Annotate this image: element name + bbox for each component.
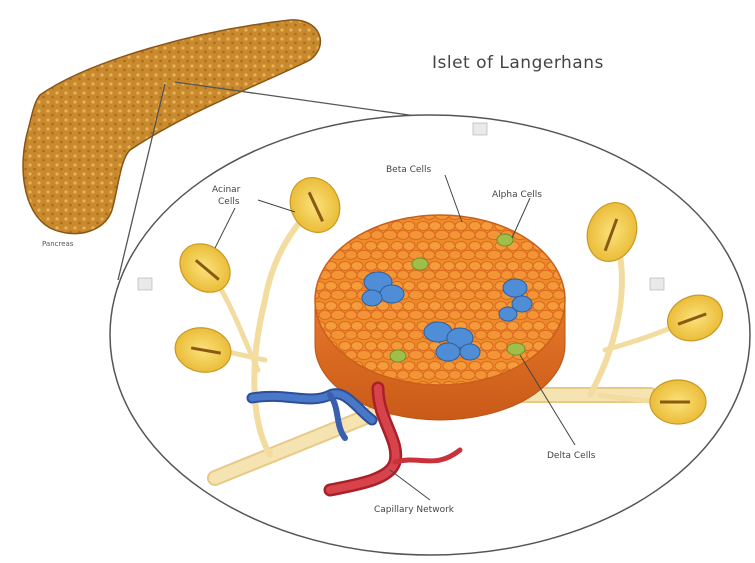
marker-box: [138, 278, 152, 290]
delta-label: Delta Cells: [547, 451, 596, 461]
marker-box: [473, 123, 487, 135]
islet: [315, 215, 565, 420]
capillary-label: Capillary Network: [374, 505, 455, 515]
beta-label: Beta Cells: [386, 165, 431, 175]
acinar-cluster: [650, 380, 706, 424]
marker-box: [650, 278, 664, 290]
diagram-title: Islet of Langerhans: [432, 53, 604, 73]
acinar-label-line1: Acinar: [212, 185, 241, 195]
alpha-label: Alpha Cells: [492, 190, 542, 200]
acinar-label-line2: Cells: [218, 197, 240, 207]
pancreas-label: Pancreas: [42, 240, 74, 248]
